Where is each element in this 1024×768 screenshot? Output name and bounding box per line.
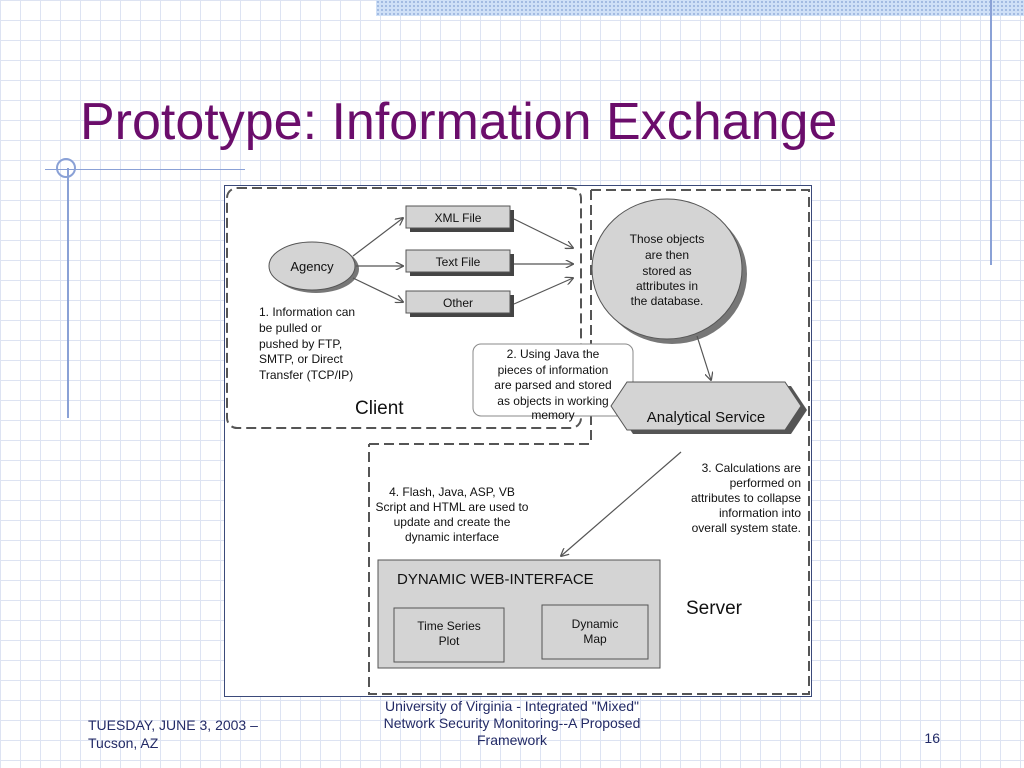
step4-line4: dynamic interface [405,530,499,544]
client-region [226,187,582,429]
database-line5: the database. [631,294,704,308]
step2-line2: pieces of information [498,363,609,377]
step3-line5: overall system state. [692,521,801,535]
time-series-line1: Time Series [417,619,481,633]
web-interface-label: DYNAMIC WEB-INTERFACE [397,571,594,588]
step4-line2: Script and HTML are used to [376,500,529,514]
text-file-box [405,249,511,273]
xml-file-box [405,205,511,229]
database-line4: attributes in [636,279,698,293]
step1-line2: be pulled or [259,321,322,335]
other-file-label: Other [443,296,473,310]
left-decor-line [67,168,69,418]
server-label: Server [686,598,743,619]
footer-date-line2: Tucson, AZ [88,735,159,751]
dynamic-map-line1: Dynamic [572,617,619,631]
xml-file-label: XML File [435,211,482,225]
database-line2: are then [645,248,689,262]
step3-line4: information into [719,506,801,520]
dynamic-map-line2: Map [583,632,607,646]
arrow-agency-xml [352,218,403,257]
step4-line3: update and create the [394,515,511,529]
step2-line1: 2. Using Java the [507,347,600,361]
footer-source-line3: Framework [476,732,547,748]
database-line3: stored as [642,264,691,278]
database-line1: Those objects [630,232,705,246]
dynamic-map-box [541,604,649,660]
agency-label: Agency [290,259,334,274]
analytical-service-node [610,381,802,431]
arrow-database-analytical [696,335,711,380]
database-node [591,198,743,340]
step3-line3: attributes to collapse [691,491,801,505]
step1-line4: SMTP, or Direct [259,352,343,366]
step3-line1: 3. Calculations are [702,461,802,475]
step1-line1: 1. Information can [259,305,355,319]
arrow-xml-parser [513,218,573,248]
text-file-label: Text File [436,255,481,269]
client-label: Client [355,398,404,419]
step1-line3: pushed by FTP, [259,337,342,351]
arrow-other-parser [513,278,573,305]
arrow-agency-other [352,277,403,302]
other-file-box [405,290,511,314]
slide-title: Prototype: Information Exchange [80,93,838,151]
step3-line2: performed on [730,476,801,490]
agency-node [268,241,356,291]
server-region-top [591,189,810,376]
time-series-line2: Plot [439,634,460,648]
time-series-box [393,607,505,663]
footer-source-line1: University of Virginia - Integrated "Mix… [384,698,639,714]
server-region [368,376,810,695]
header-decor-band [376,0,1024,16]
crosshair-decor [56,158,76,178]
footer-source: University of Virginia - Integrated "Mix… [372,698,652,749]
footer-date-line1: TUESDAY, JUNE 3, 2003 – [88,717,258,733]
page-number: 16 [924,730,940,746]
step4-line1: 4. Flash, Java, ASP, VB [389,485,515,499]
footer-date: TUESDAY, JUNE 3, 2003 – Tucson, AZ [88,716,288,752]
right-decor-line [990,0,992,265]
step1-line5: Transfer (TCP/IP) [259,368,353,382]
step2-callout [472,343,634,417]
step2-line5: memory [531,408,574,422]
arrow-analytical-webinterface [561,451,682,556]
footer-source-line2: Network Security Monitoring--A Proposed [383,715,641,731]
title-underline [45,169,245,170]
analytical-service-label: Analytical Service [647,409,765,426]
step2-line3: are parsed and stored [494,378,611,392]
information-exchange-diagram: Agency XML File Text File Other 1. Infor… [224,185,812,697]
step2-line4: as objects in working [497,394,608,408]
